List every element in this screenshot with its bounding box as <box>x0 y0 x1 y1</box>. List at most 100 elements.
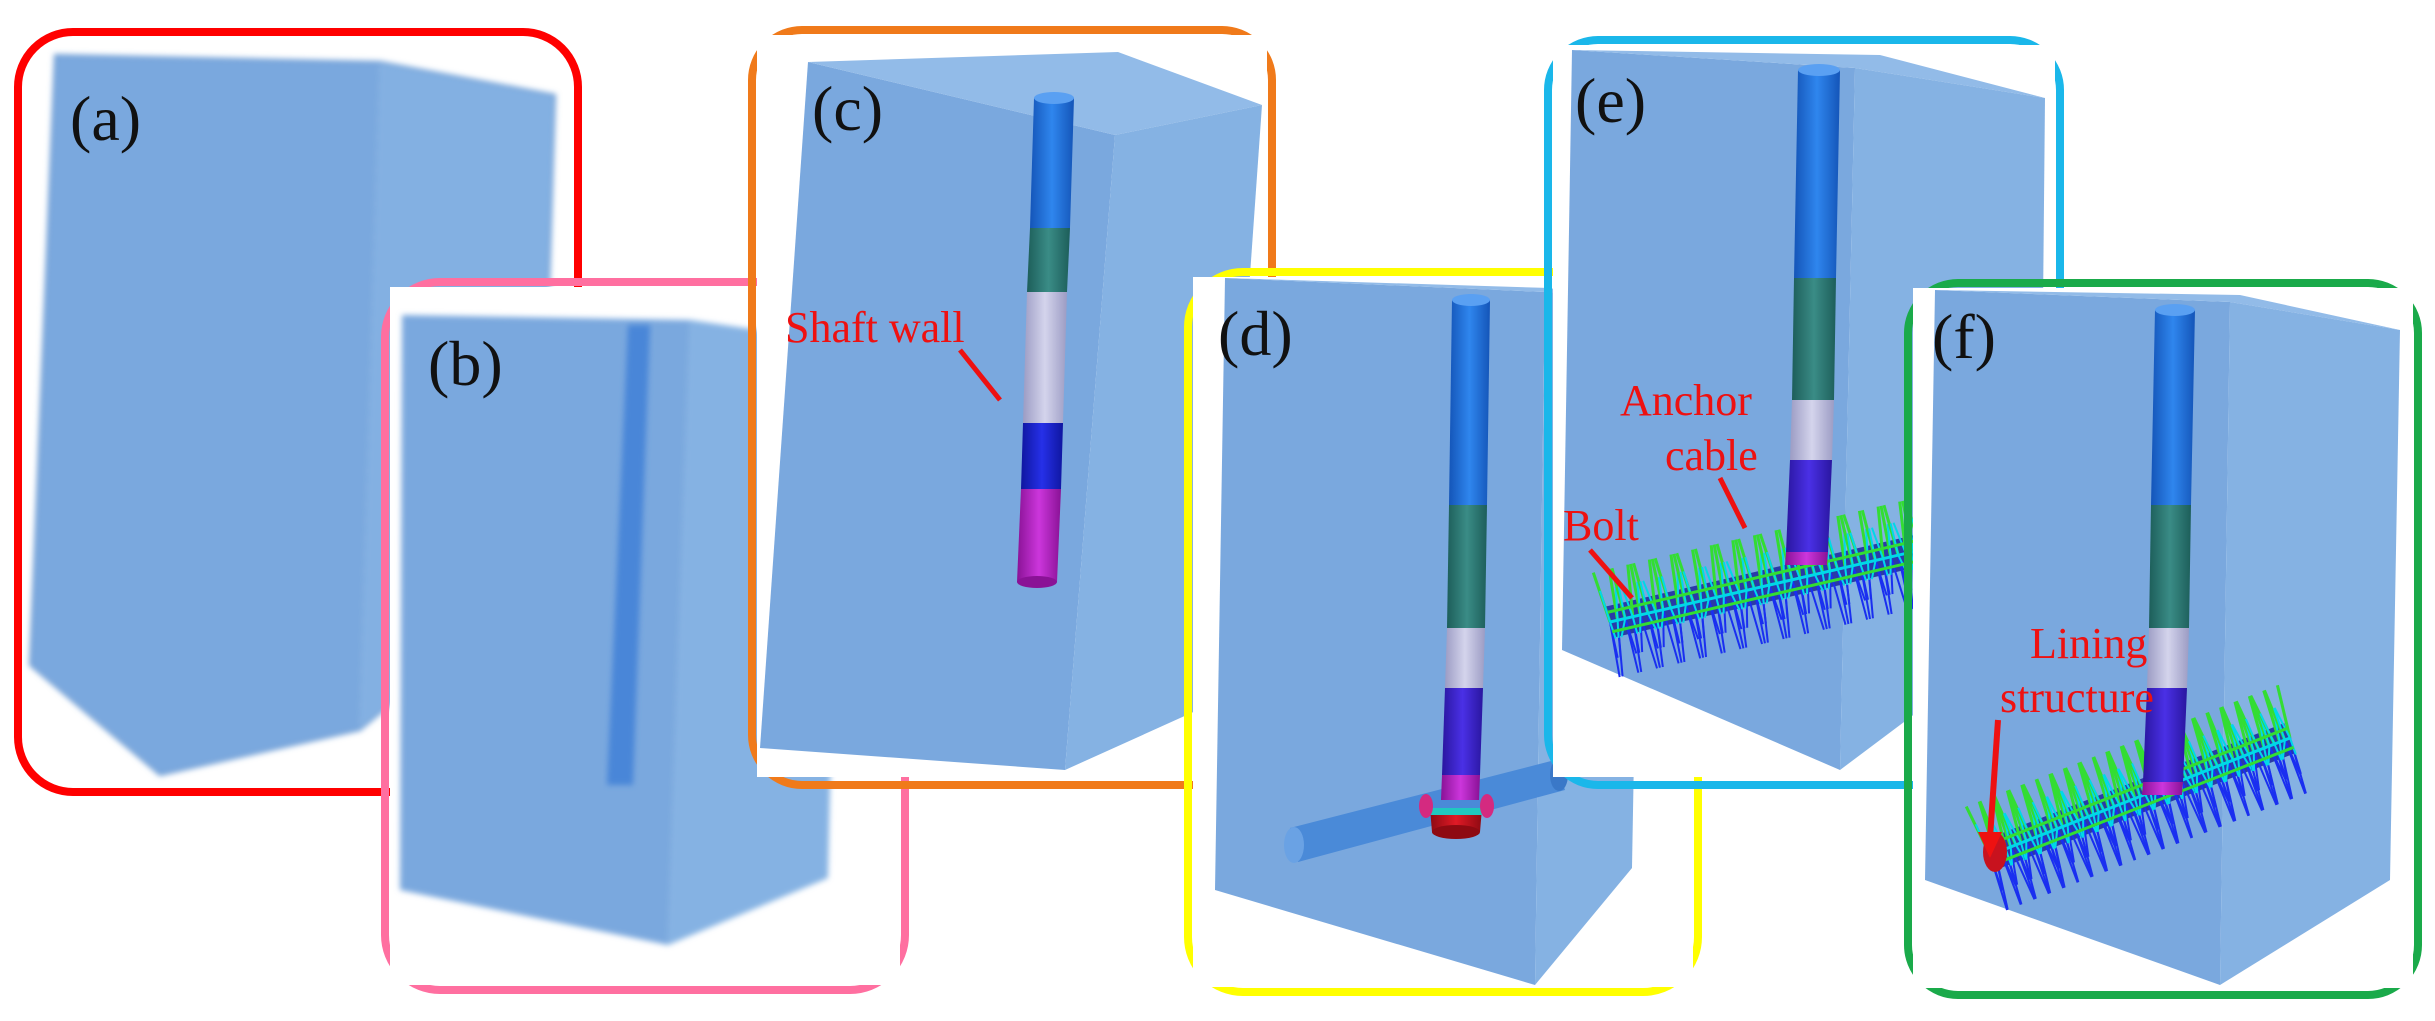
bolt-ray <box>1865 529 1869 563</box>
callout-anchor-cable: Anchor cable <box>1620 376 1758 530</box>
bolt-ray <box>2102 774 2116 807</box>
bolt-ray <box>1722 561 1733 595</box>
cable-band <box>1989 736 2291 857</box>
cable-band <box>1993 745 2295 866</box>
bolt-ray <box>2188 740 2203 773</box>
bolt-ray <box>1657 576 1665 610</box>
bolt-ray <box>2244 718 2260 751</box>
bolt-ray <box>2017 807 2033 840</box>
bolt-ray <box>1642 580 1657 612</box>
bolt-ray <box>2230 724 2245 757</box>
bolt-ray <box>1849 532 1862 565</box>
callout-shaft-wall: Shaft wall <box>785 303 1002 402</box>
bolt-ray <box>2060 790 2079 822</box>
bolt-ray <box>1701 566 1710 600</box>
bolt-ray <box>1889 523 1900 556</box>
panel-label-c: (c) <box>812 73 883 144</box>
bolt-ray <box>2103 773 2121 806</box>
bolt-ray <box>2275 684 2292 739</box>
bolt-ray <box>1768 584 1783 621</box>
panel-label-a: (a) <box>70 83 141 154</box>
bolt-ray <box>1614 587 1619 621</box>
panel-f <box>1904 279 2422 999</box>
bolt-ray <box>2283 739 2302 775</box>
bolt-ray <box>2088 779 2105 812</box>
bolt-ray <box>2002 813 2017 846</box>
bolt-ray <box>1698 567 1703 601</box>
bolt-ray <box>1676 572 1680 607</box>
bolt-ray <box>1870 527 1885 560</box>
bolt-ray <box>1617 586 1627 619</box>
bolt-ray <box>1846 533 1854 566</box>
panel-label-d: (d) <box>1218 298 1293 369</box>
shaft-wall-f <box>2142 304 2195 795</box>
bolt-ray <box>1827 537 1839 570</box>
bolt-ray <box>1781 548 1786 582</box>
bolt-ray <box>2117 768 2136 800</box>
bolt-ray <box>1684 604 1700 640</box>
bolt-ray <box>1707 598 1721 635</box>
bolt-ray <box>1868 528 1877 561</box>
bolt-ray <box>2202 735 2219 767</box>
bolt-ray <box>2216 729 2234 761</box>
bolt-ray <box>1741 557 1748 591</box>
bolt-ray <box>2113 806 2131 842</box>
bolt-ray <box>1599 590 1611 623</box>
bolt-ray <box>1725 561 1740 593</box>
bolt-ray <box>2272 707 2286 741</box>
bolt-ray <box>2227 761 2245 797</box>
panel-label-e: (e) <box>1575 65 1646 136</box>
shaft-wall-e <box>1785 64 1840 565</box>
bolt-ray <box>1886 523 1892 558</box>
callout-bolt: Bolt <box>1563 501 1639 600</box>
bolt-ray <box>1843 534 1847 568</box>
callout-lining-line1: Lining <box>2030 619 2147 668</box>
callout-lining-structure: Lining structure <box>1978 619 2154 858</box>
bolt-ray <box>2259 712 2276 745</box>
bolt-ray <box>1639 581 1649 614</box>
bolt-ray <box>1744 556 1756 589</box>
callout-shaft-wall-text: Shaft wall <box>785 303 965 352</box>
bolt-ray <box>1762 552 1771 586</box>
callout-bolt-text: Bolt <box>1563 501 1639 550</box>
panel-f-frame <box>1904 279 2422 999</box>
bolt-ray <box>2273 707 2291 739</box>
bolt-ray <box>1760 553 1763 587</box>
bolt-ray <box>1646 612 1659 649</box>
bolt-ray <box>1682 571 1695 603</box>
bolt-ray <box>1730 593 1743 630</box>
bolt-ray <box>1624 618 1638 654</box>
bolt-ray <box>2074 785 2090 818</box>
bolt-ray <box>1813 574 1826 611</box>
shaft-excavation-b <box>607 325 650 785</box>
bolt-ray <box>1791 579 1805 616</box>
panel-label-b: (b) <box>428 328 503 399</box>
bolt-ray <box>1719 562 1725 596</box>
bolt-ray <box>1892 522 1907 554</box>
bolt-ray <box>1636 582 1642 616</box>
shaft-wall-c <box>1017 92 1074 588</box>
bolt-ray <box>2216 729 2229 763</box>
bolt-ray <box>1679 571 1687 605</box>
bolt-ray <box>2056 828 2074 864</box>
bolt-ray <box>2059 790 2074 824</box>
shaft-wall-d <box>1419 294 1494 839</box>
callout-anchor-cable-line2: cable <box>1665 431 1758 480</box>
cable-band <box>1985 727 2287 848</box>
bolt-ray <box>2045 796 2059 830</box>
bolt-ray <box>1660 576 1672 609</box>
bolt-ray <box>2231 723 2250 755</box>
callout-lining-line2: structure <box>2000 673 2154 722</box>
bolt-ray <box>2031 801 2048 834</box>
bolt-array-f <box>1964 684 2307 911</box>
bolt-ray <box>1851 565 1867 601</box>
bolt-ray <box>1874 560 1888 596</box>
bolt-ray <box>1704 566 1718 598</box>
callout-anchor-cable-line1: Anchor <box>1620 376 1752 425</box>
bolt-ray <box>2003 812 2022 844</box>
bolt-ray <box>2116 768 2131 801</box>
panel-label-f: (f) <box>1932 301 1996 372</box>
bolt-ray <box>2046 796 2064 828</box>
bolt-ray <box>1765 551 1778 584</box>
